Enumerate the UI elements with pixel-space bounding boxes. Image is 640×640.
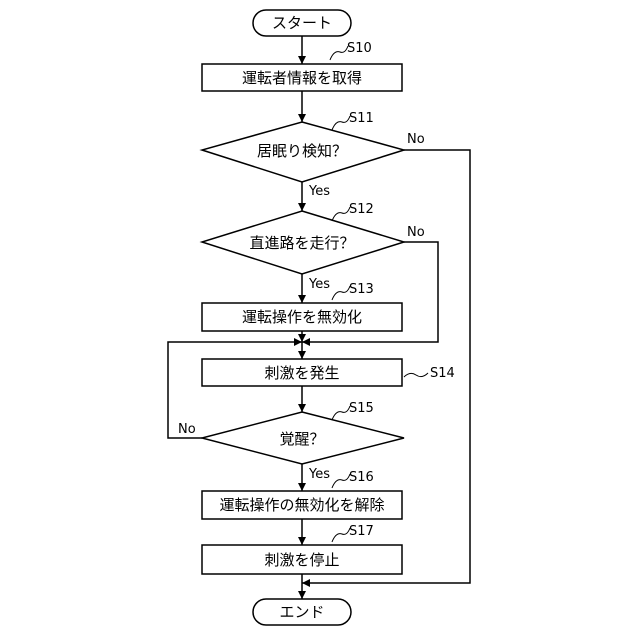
end-terminal: エンド <box>253 599 351 625</box>
branch-label-s15-no: No <box>178 422 196 437</box>
branch-label-s12-no: No <box>407 225 425 240</box>
step-label-s15: S15 <box>349 401 374 416</box>
decision-s15: 覚醒？ <box>202 412 404 464</box>
process-s17-label: 刺激を停止 <box>264 551 339 569</box>
step-label-s10: S10 <box>347 41 372 56</box>
decision-s11-label: 居眠り検知？ <box>257 142 347 160</box>
process-s16: 運転操作の無効化を解除 <box>202 491 402 519</box>
leader-s15 <box>332 406 350 420</box>
branch-label-s15-yes: Yes <box>308 467 330 482</box>
process-s14-label: 刺激を発生 <box>264 364 339 382</box>
decision-s15-label: 覚醒？ <box>279 430 324 448</box>
leader-s10 <box>330 46 348 60</box>
process-s10-label: 運転者情報を取得 <box>242 69 362 87</box>
step-label-s17: S17 <box>349 524 374 539</box>
decision-s12-label: 直進路を走行？ <box>249 234 354 252</box>
leader-s11 <box>332 116 350 130</box>
leader-s14 <box>404 373 428 377</box>
process-s13-label: 運転操作を無効化 <box>242 308 362 326</box>
decision-s12: 直進路を走行？ <box>202 211 404 274</box>
process-s17: 刺激を停止 <box>202 545 402 574</box>
end-label: エンド <box>279 603 324 621</box>
process-s14: 刺激を発生 <box>202 359 402 386</box>
leader-s17 <box>332 528 350 542</box>
process-s10: 運転者情報を取得 <box>202 64 402 91</box>
leader-s13 <box>332 286 350 300</box>
branch-label-s11-yes: Yes <box>308 184 330 199</box>
step-label-s14: S14 <box>430 366 455 381</box>
step-label-s13: S13 <box>349 282 374 297</box>
step-label-s16: S16 <box>349 470 374 485</box>
start-terminal: スタート <box>253 10 351 36</box>
process-s13: 運転操作を無効化 <box>202 303 402 331</box>
start-label: スタート <box>272 14 332 32</box>
process-s16-label: 運転操作の無効化を解除 <box>219 496 384 514</box>
branch-label-s12-yes: Yes <box>308 277 330 292</box>
leader-s16 <box>332 474 350 488</box>
branch-label-s11-no: No <box>407 132 425 147</box>
step-label-s12: S12 <box>349 202 374 217</box>
decision-s11: 居眠り検知？ <box>202 122 404 182</box>
leader-s12 <box>332 207 350 221</box>
step-label-s11: S11 <box>349 111 374 126</box>
